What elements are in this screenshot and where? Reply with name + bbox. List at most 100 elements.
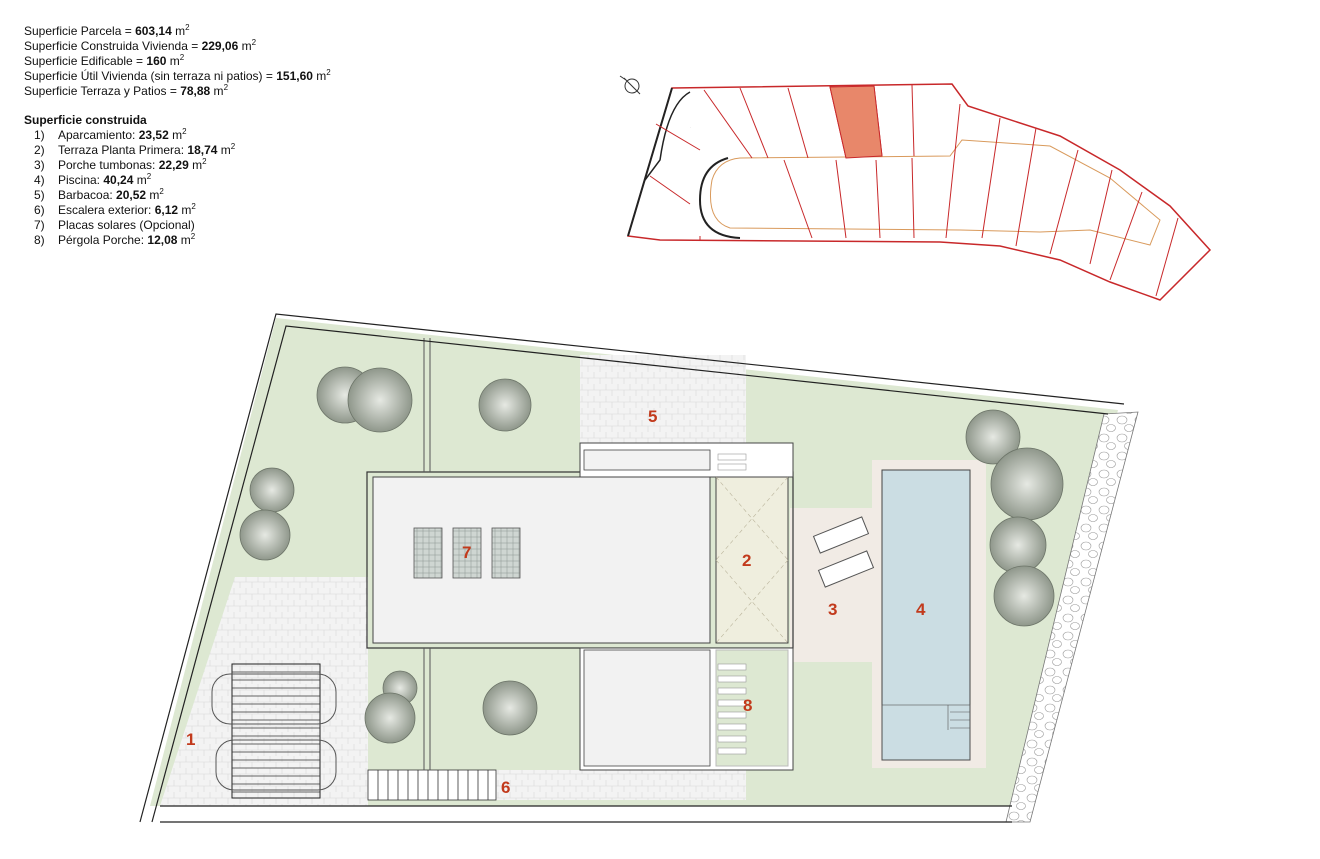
trees — [239, 366, 1064, 744]
label-porch: 3 — [828, 600, 837, 619]
summary-value: 603,14 — [135, 24, 172, 38]
item-number: 6) — [34, 203, 45, 217]
summary-line: Superficie Útil Vivienda (sin terraza ni… — [24, 69, 331, 84]
summary-unit-exponent: 2 — [326, 68, 331, 77]
label-terrace: 2 — [742, 551, 751, 570]
item-unit: m — [177, 233, 191, 247]
item-unit-exponent: 2 — [190, 232, 196, 241]
parking-paving — [160, 577, 746, 806]
item-number: 1) — [34, 128, 45, 142]
label-barbecue: 5 — [648, 407, 657, 426]
sun-loungers — [812, 516, 875, 588]
summary-unit: m — [210, 84, 224, 98]
first-floor-terrace — [715, 476, 789, 644]
item-label: Placas solares (Opcional) — [58, 218, 195, 232]
item-value: 12,08 — [147, 233, 178, 247]
item-label: Terraza Planta Primera: — [58, 143, 188, 157]
label-parking: 1 — [186, 730, 195, 749]
summary-value: 229,06 — [201, 39, 239, 53]
item-label: Barbacoa: — [58, 188, 117, 202]
label-stair: 6 — [501, 778, 510, 797]
built-area-item: 8) Pérgola Porche: 12,08 m2 — [24, 233, 331, 248]
item-value: 18,74 — [187, 143, 218, 157]
stone-border — [1005, 411, 1139, 823]
house-lower-roof — [583, 649, 711, 767]
item-number: 5) — [34, 188, 45, 202]
item-number: 3) — [34, 158, 45, 172]
item-label: Escalera exterior: — [58, 203, 155, 217]
label-solar: 7 — [462, 543, 471, 562]
item-number: 4) — [34, 173, 45, 187]
built-area-item: 4)Piscina: 40,24 m2 — [24, 173, 331, 188]
item-unit-exponent: 2 — [182, 127, 187, 136]
summary-unit-exponent: 2 — [179, 53, 185, 62]
solar-panels — [413, 527, 521, 579]
summary-line: Superficie Construida Vivienda = 229,06 … — [24, 39, 331, 54]
item-label: Pérgola Porche: — [58, 233, 148, 247]
item-unit-exponent: 2 — [191, 202, 196, 211]
summary-unit-exponent: 2 — [251, 38, 257, 47]
summary-unit-exponent: 2 — [223, 83, 229, 92]
summary-label: Superficie Parcela = — [24, 24, 136, 38]
urbanization-boundary — [627, 83, 1212, 301]
area-number-labels: 1 2 3 4 5 6 7 8 — [186, 407, 926, 797]
built-area-item: 6) Escalera exterior: 6,12 m2 — [24, 203, 331, 218]
built-area-item: 2) Terraza Planta Primera: 18,74 m2 — [24, 143, 331, 158]
summary-value: 78,88 — [180, 84, 211, 98]
item-unit: m — [178, 203, 192, 217]
item-label: Porche tumbonas: — [58, 158, 159, 172]
item-unit: m — [133, 173, 147, 187]
built-area-item: 5) Barbacoa: 20,52 m2 — [24, 188, 331, 203]
internal-road — [710, 139, 1161, 246]
item-number: 7) — [34, 218, 45, 232]
svg-text:·: · — [690, 125, 691, 129]
summary-label: Superficie Terraza y Patios = — [24, 84, 181, 98]
item-label: Aparcamiento: — [58, 128, 139, 142]
barbecue-area — [580, 355, 746, 447]
plot-boundary — [139, 313, 1125, 823]
summary-unit: m — [166, 54, 180, 68]
item-value: 40,24 — [103, 173, 134, 187]
summary-label: Superficie Construida Vivienda = — [24, 39, 202, 53]
item-unit: m — [146, 188, 160, 202]
selected-lot — [829, 85, 883, 159]
built-area-item: 3) Porche tumbonas: 22,29 m2 — [24, 158, 331, 173]
label-pool: 4 — [916, 600, 926, 619]
built-area-item: 1) Aparcamiento: 23,52 m2 — [24, 128, 331, 143]
item-unit-exponent: 2 — [202, 157, 207, 166]
parking-pergola — [211, 663, 337, 799]
summary-unit-exponent: 2 — [185, 23, 190, 32]
item-number: 8) — [34, 233, 45, 247]
summary-value: 160 — [146, 54, 167, 68]
label-pergola: 8 — [743, 696, 752, 715]
summary-line: Superficie Terraza y Patios = 78,88 m2 — [24, 84, 331, 99]
summary-label: Superficie Edificable = — [24, 54, 147, 68]
item-unit: m — [188, 158, 203, 172]
summary-line: Superficie Parcela = 603,14 m2 — [24, 24, 331, 39]
summary-label: Superficie Útil Vivienda (sin terraza ni… — [24, 69, 277, 83]
summary-unit: m — [238, 39, 252, 53]
pergola-porch — [715, 453, 789, 767]
summary-line: Superficie Edificable = 160 m2 — [24, 54, 331, 69]
exterior-stair — [367, 769, 497, 801]
summary-unit: m — [171, 24, 186, 38]
item-unit: m — [217, 143, 231, 157]
item-unit-exponent: 2 — [230, 142, 236, 151]
summary-value: 151,60 — [276, 69, 313, 83]
item-number: 2) — [34, 143, 45, 157]
item-unit-exponent: 2 — [146, 172, 152, 181]
built-area-title: Superficie construida — [24, 113, 147, 127]
north-arrow-icon — [619, 75, 641, 95]
item-value: 20,52 — [116, 188, 147, 202]
item-value: 6,12 — [154, 203, 179, 217]
item-value: 23,52 — [138, 128, 169, 142]
item-unit-exponent: 2 — [159, 187, 164, 196]
built-area-item: 7) Placas solares (Opcional) — [24, 218, 331, 233]
pool — [881, 469, 971, 761]
item-unit: m — [168, 128, 183, 142]
item-value: 22,29 — [158, 158, 189, 172]
